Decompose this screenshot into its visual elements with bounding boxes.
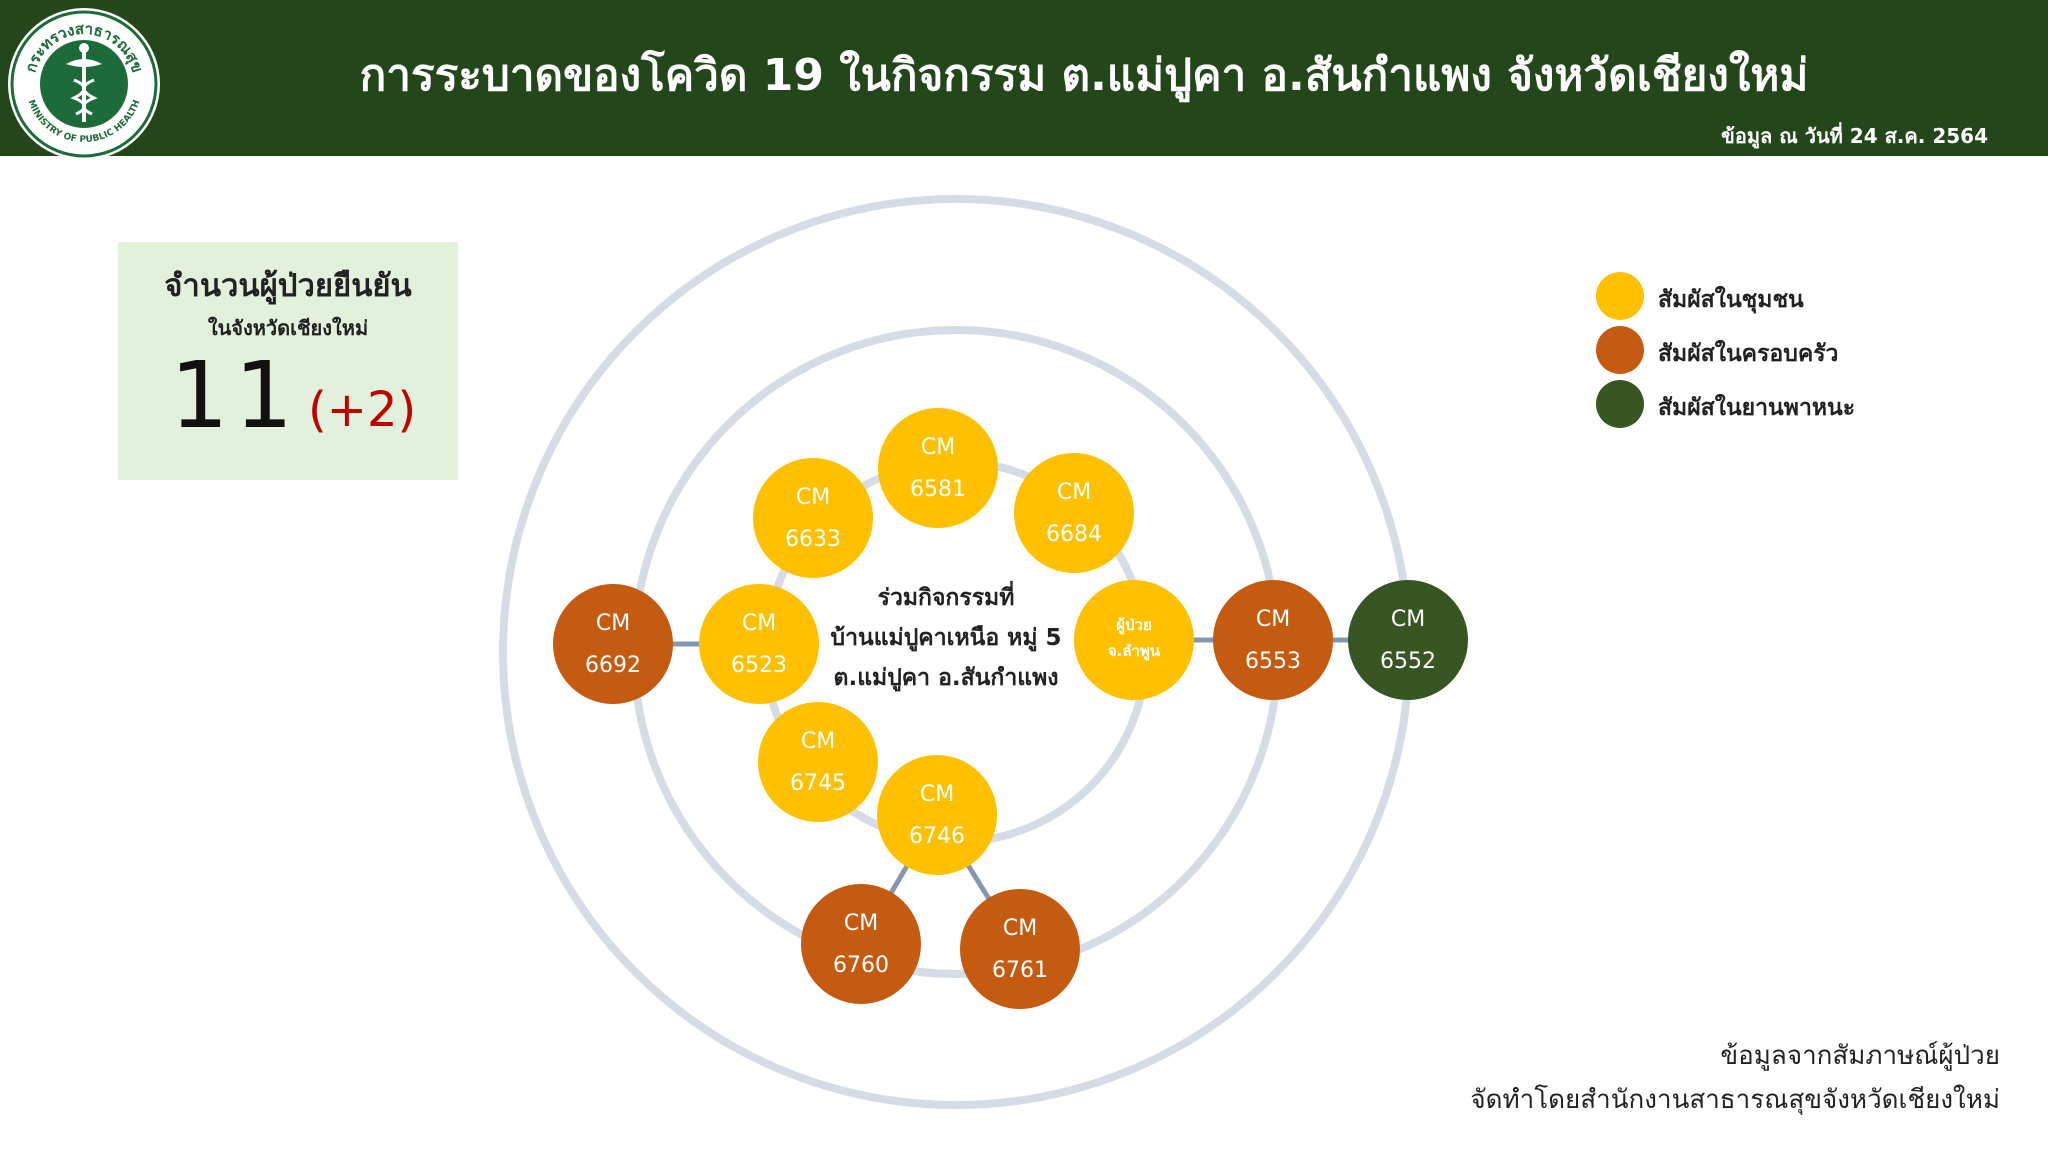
- case-node-id: 6552: [1380, 649, 1436, 674]
- legend-dot-vehicle: [1596, 380, 1644, 428]
- case-node: CM 6761: [960, 889, 1080, 1009]
- event-location-line: บ้านแม่ปูคาเหนือ หมู่ 5: [830, 625, 1062, 651]
- case-node-label: CM: [1256, 607, 1290, 632]
- case-node-id: 6684: [1046, 522, 1102, 547]
- case-node-id: 6746: [909, 824, 965, 849]
- case-node: CM 6633: [753, 458, 873, 578]
- case-node-label: CM: [796, 485, 830, 510]
- case-node-id: 6523: [731, 653, 787, 678]
- case-node: ผู้ป่วยจ.ลำพูน: [1074, 580, 1194, 700]
- case-node: CM 6581: [878, 408, 998, 528]
- case-node-label: ผู้ป่วย: [1116, 616, 1152, 635]
- case-node-circle: [553, 584, 673, 704]
- case-node-id: จ.ลำพูน: [1108, 642, 1161, 661]
- case-node: CM 6552: [1348, 580, 1468, 700]
- ministry-of-public-health-logo: กระทรวงสาธารณสุข MINISTRY OF PUBLIC HEAL…: [8, 8, 160, 160]
- case-node-circle: [877, 755, 997, 875]
- legend-label: สัมผัสในยานพาหนะ: [1658, 395, 1856, 421]
- case-node: CM 6745: [758, 702, 878, 822]
- case-node-id: 6760: [833, 953, 889, 978]
- legend-label: สัมผัสในชุมชน: [1658, 287, 1804, 313]
- case-node: CM 6553: [1213, 580, 1333, 700]
- confirmed-cases-subtitle: ในจังหวัดเชียงใหม่: [207, 316, 369, 340]
- case-node-label: CM: [844, 911, 878, 936]
- case-node-circle: [960, 889, 1080, 1009]
- case-node: CM 6746: [877, 755, 997, 875]
- confirmed-cases-title: จำนวนผู้ป่วยยืนยัน: [164, 268, 412, 304]
- event-location-line: ต.แม่ปูคา อ.สันกำแพง: [833, 665, 1059, 691]
- case-node: CM 6523: [699, 584, 819, 704]
- case-node-id: 6553: [1245, 649, 1301, 674]
- case-node-id: 6692: [585, 653, 641, 678]
- case-node: CM 6684: [1014, 453, 1134, 573]
- footer-publisher: จัดทำโดยสำนักงานสาธารณสุขจังหวัดเชียงใหม…: [1470, 1085, 2000, 1115]
- case-node-circle: [758, 702, 878, 822]
- case-node-label: CM: [1057, 480, 1091, 505]
- case-node-circle: [1014, 453, 1134, 573]
- case-node-label: CM: [596, 611, 630, 636]
- case-node-circle: [699, 584, 819, 704]
- case-node-circle: [753, 458, 873, 578]
- footer-source: ข้อมูลจากสัมภาษณ์ผู้ป่วย: [1720, 1041, 2000, 1071]
- confirmed-cases-delta: (+2): [308, 382, 417, 438]
- case-node-id: 6761: [992, 958, 1048, 983]
- case-node-circle: [1074, 580, 1194, 700]
- event-location-line: ร่วมกิจกรรมที่: [877, 585, 1015, 611]
- case-node: CM 6760: [801, 884, 921, 1004]
- case-node-id: 6745: [790, 771, 846, 796]
- legend-label: สัมผัสในครอบครัว: [1658, 341, 1839, 367]
- case-node-id: 6581: [910, 477, 966, 502]
- footer-credits: ข้อมูลจากสัมภาษณ์ผู้ป่วย จัดทำโดยสำนักงา…: [1470, 1034, 2000, 1122]
- legend-dot-family: [1596, 326, 1644, 374]
- case-node-label: CM: [742, 611, 776, 636]
- legend-dot-community: [1596, 272, 1644, 320]
- confirmed-cases-box: จำนวนผู้ป่วยยืนยัน ในจังหวัดเชียงใหม่ 11…: [118, 242, 458, 480]
- case-node-circle: [801, 884, 921, 1004]
- case-node: CM 6692: [553, 584, 673, 704]
- case-node-id: 6633: [785, 527, 841, 552]
- case-node-label: CM: [920, 782, 954, 807]
- case-node-label: CM: [1391, 607, 1425, 632]
- data-date: ข้อมูล ณ วันที่ 24 ส.ค. 2564: [1721, 124, 1988, 148]
- case-node-label: CM: [801, 729, 835, 754]
- page-title: การระบาดของโควิด 19 ในกิจกรรม ต.แม่ปูคา …: [359, 50, 1809, 101]
- case-node-label: CM: [921, 435, 955, 460]
- header-bar: กระทรวงสาธารณสุข MINISTRY OF PUBLIC HEAL…: [0, 0, 2048, 160]
- case-node-circle: [878, 408, 998, 528]
- event-location-text: ร่วมกิจกรรมที่ บ้านแม่ปูคาเหนือ หมู่ 5 ต…: [796, 578, 1096, 698]
- confirmed-cases-count: 11: [170, 342, 300, 449]
- case-node-circle: [1213, 580, 1333, 700]
- case-node-circle: [1348, 580, 1468, 700]
- case-node-label: CM: [1003, 916, 1037, 941]
